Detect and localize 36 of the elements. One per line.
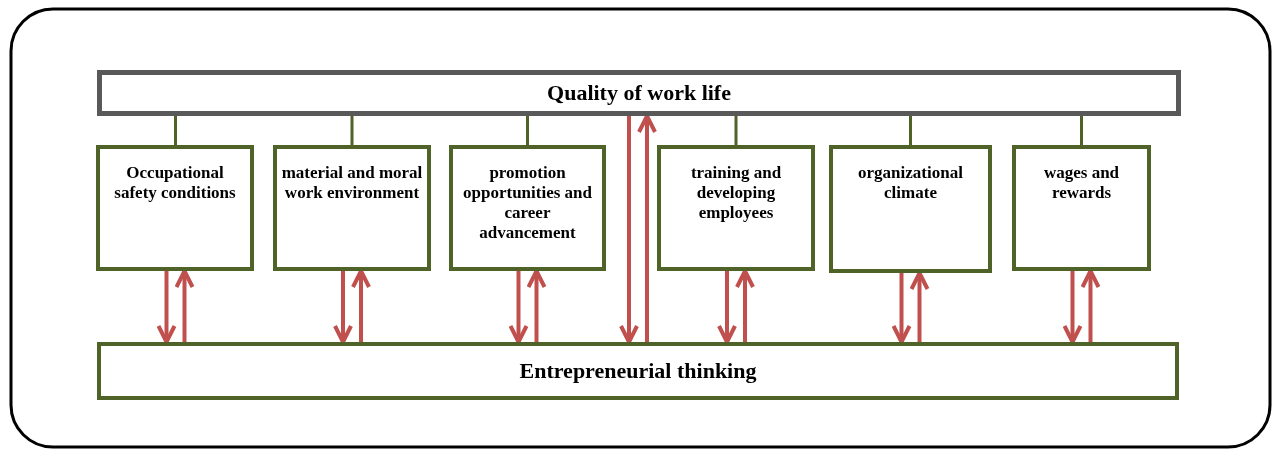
base-band bbox=[97, 342, 1179, 400]
node-text: Occupational safety conditions bbox=[113, 163, 237, 203]
connector-line bbox=[174, 116, 177, 145]
arrow bbox=[619, 116, 639, 344]
factor-box bbox=[96, 145, 254, 271]
factor-box bbox=[1012, 145, 1151, 271]
arrow bbox=[891, 273, 912, 344]
arrow bbox=[526, 269, 547, 342]
arrow bbox=[909, 271, 930, 342]
connector-line bbox=[909, 116, 912, 145]
arrow bbox=[333, 271, 353, 344]
node-text: Quality of work life bbox=[547, 80, 731, 106]
arrow bbox=[174, 269, 195, 342]
arrow bbox=[717, 271, 737, 344]
connector-line bbox=[350, 116, 354, 145]
factor-box bbox=[449, 145, 606, 271]
arrow bbox=[1062, 271, 1083, 344]
arrow bbox=[156, 271, 177, 344]
connector-line bbox=[1080, 116, 1083, 145]
factor-box bbox=[273, 145, 431, 271]
node-text: wages and rewards bbox=[1042, 163, 1121, 203]
connector-line bbox=[734, 116, 738, 145]
arrow bbox=[735, 269, 755, 342]
node-text: Entrepreneurial thinking bbox=[519, 358, 757, 384]
arrow bbox=[508, 271, 529, 344]
node-text: material and moral work environment bbox=[281, 163, 423, 203]
node-text: training and developing employees bbox=[689, 163, 783, 223]
heading-band bbox=[97, 70, 1181, 116]
node-text: organizational climate bbox=[857, 163, 964, 203]
arrow bbox=[1080, 269, 1101, 342]
arrow bbox=[637, 114, 657, 342]
factor-box bbox=[657, 145, 815, 271]
factor-box bbox=[829, 145, 992, 273]
node-text: promotion opportunities and career advancement bbox=[462, 163, 593, 243]
arrow bbox=[351, 269, 371, 342]
connector-line bbox=[526, 116, 529, 145]
